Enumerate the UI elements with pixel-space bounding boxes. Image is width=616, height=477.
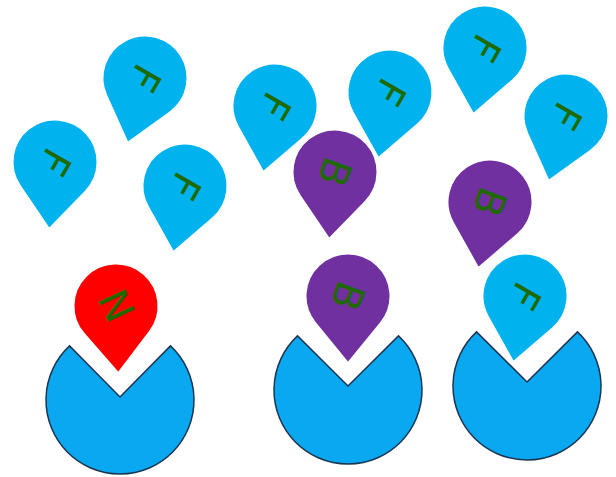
drop-shape [292,129,378,240]
molecule-drop: B [298,246,398,346]
molecule-drop: F [135,136,235,236]
molecule-drop: F [475,246,575,346]
drop-shape [142,143,228,253]
molecule-drop: F [435,0,535,98]
molecule-drop: F [95,28,195,128]
molecule-drop: N [66,256,166,356]
drop-shape [102,35,188,144]
molecule-drop: B [440,152,540,252]
drop-shape [12,119,98,230]
molecule-drop: F [340,42,440,142]
drop-shape [523,73,609,182]
drop-shape [482,253,568,363]
molecule-drop: B [285,122,385,222]
molecule-drop: F [5,112,105,212]
drop-shape [73,263,159,374]
drop-shape [305,253,391,364]
drop-shape [442,5,528,115]
molecule-drop: F [516,66,616,166]
